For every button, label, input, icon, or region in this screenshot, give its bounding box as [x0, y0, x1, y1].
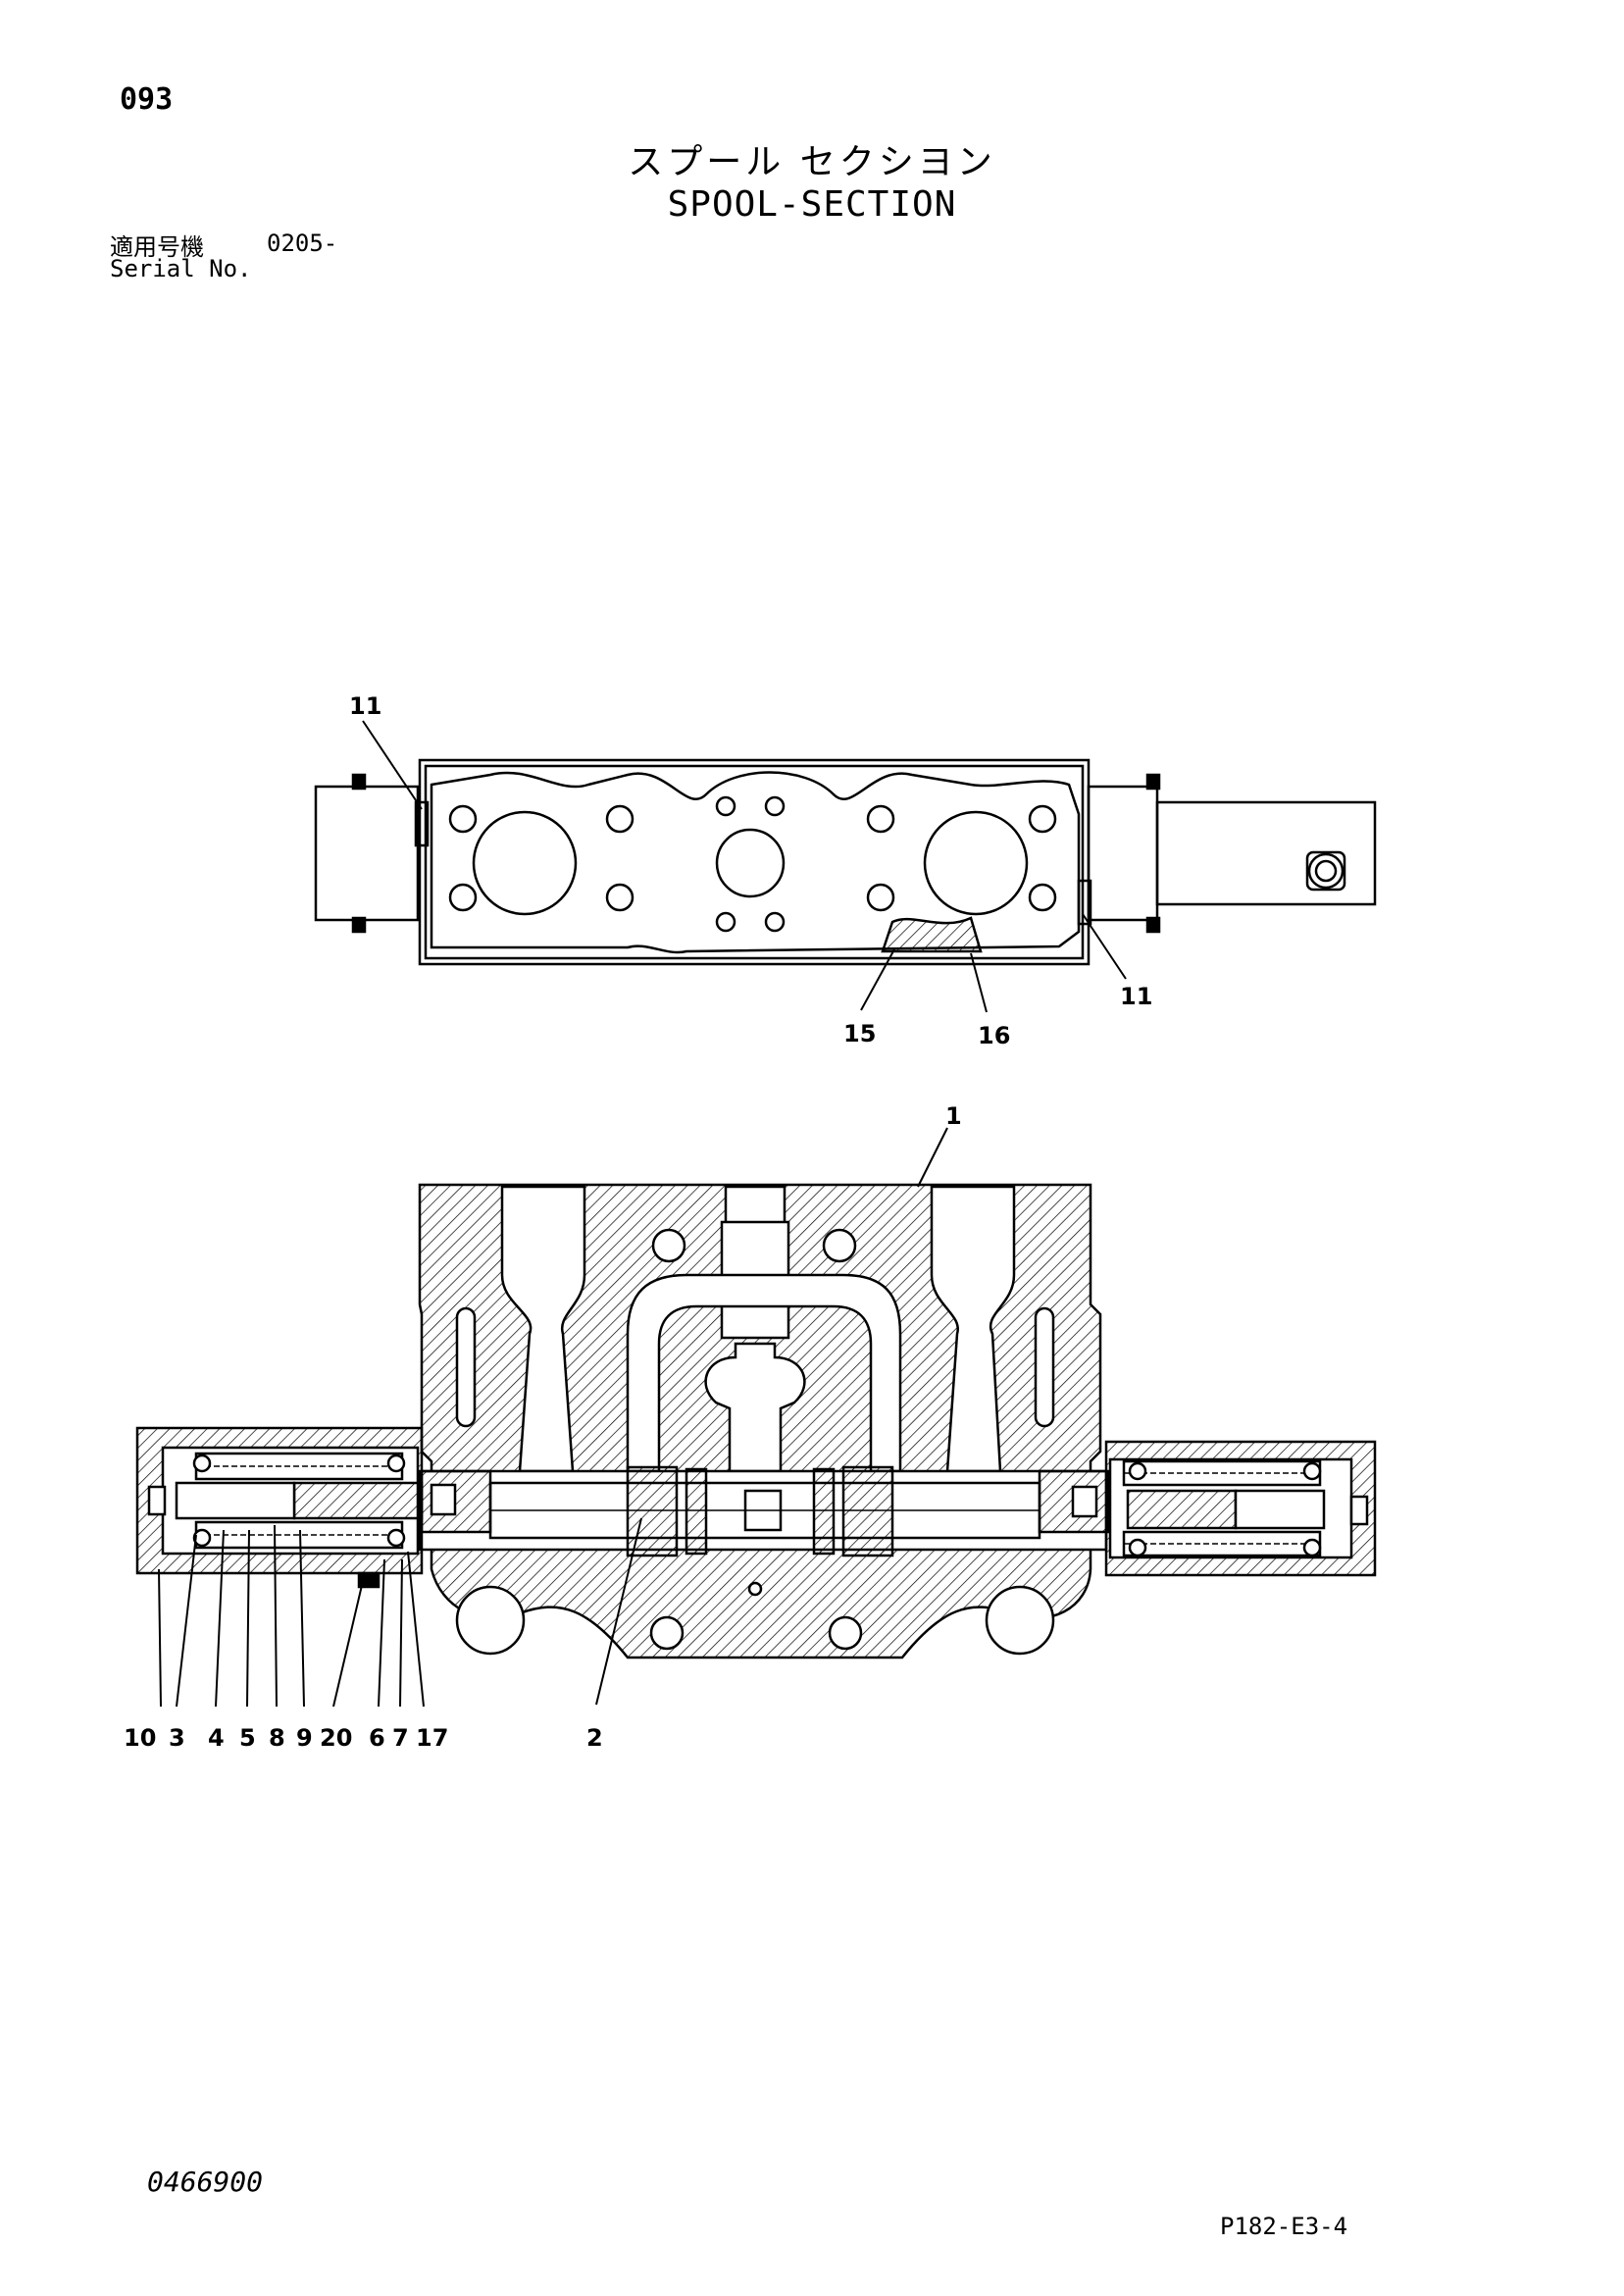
serial-label-japanese: 適用号機 — [110, 233, 204, 261]
callout-11-upper: 11 — [349, 692, 381, 720]
serial-label-english: Serial No. — [110, 255, 252, 282]
callout-8: 8 — [269, 1724, 285, 1752]
callout-1: 1 — [945, 1102, 962, 1130]
callout-5: 5 — [239, 1724, 256, 1752]
page-number: 093 — [120, 82, 174, 117]
callout-20: 20 — [320, 1724, 352, 1752]
section-view — [418, 1183, 1108, 1659]
callout-3: 3 — [169, 1724, 185, 1752]
right-cap-assembly — [1038, 1440, 1377, 1577]
top-view — [314, 758, 1377, 966]
callout-10: 10 — [124, 1724, 156, 1752]
top-view-leaders — [362, 720, 1127, 1013]
serial-value: 0205- — [267, 230, 338, 257]
callout-6: 6 — [369, 1724, 385, 1752]
document-number: 0466900 — [147, 2166, 264, 2198]
section-view-leaders — [158, 1127, 948, 1708]
title-japanese: スプール セクシヨン — [628, 142, 996, 182]
callout-15: 15 — [843, 1020, 876, 1047]
callout-2: 2 — [586, 1724, 603, 1752]
callout-16: 16 — [978, 1022, 1010, 1049]
left-cap-assembly — [135, 1426, 492, 1589]
callout-7: 7 — [392, 1724, 409, 1752]
page-code: P182-E3-4 — [1220, 2213, 1348, 2240]
callout-9: 9 — [296, 1724, 313, 1752]
callout-17: 17 — [416, 1724, 448, 1752]
callout-11-lower: 11 — [1120, 983, 1152, 1010]
title-english: SPOOL-SECTION — [667, 184, 957, 225]
callout-4: 4 — [208, 1724, 225, 1752]
